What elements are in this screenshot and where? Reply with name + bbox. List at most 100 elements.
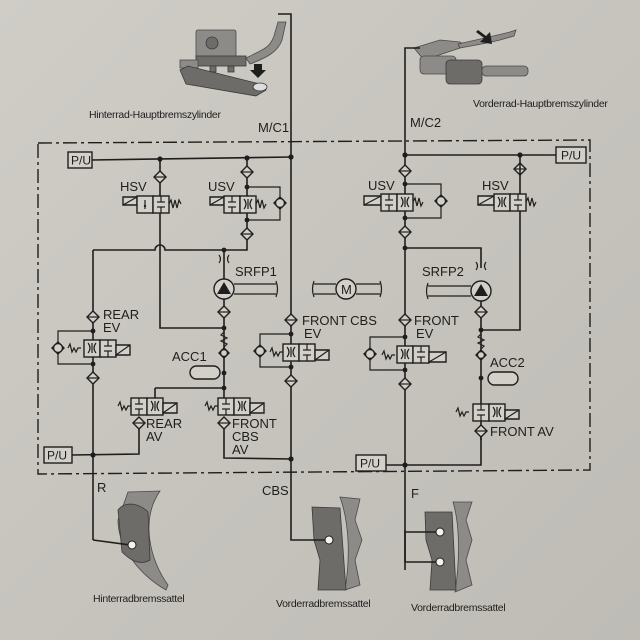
filter-icon: [86, 310, 100, 324]
left-pu-header-line: [91, 156, 292, 161]
press-arrow-icon: [250, 64, 266, 78]
output-label-front: F: [411, 486, 419, 501]
output-label-rear: R: [97, 480, 106, 495]
check-valve-icon: [218, 347, 230, 359]
hsv1-valve: [122, 195, 182, 214]
check-valve-icon: [363, 347, 377, 361]
usv2-label: USV: [368, 178, 395, 193]
acc1-label: ACC1: [172, 349, 207, 364]
usv1-valve: [209, 195, 267, 214]
pu-label: P/U: [71, 154, 91, 168]
front-av-valve: [455, 403, 520, 422]
filter-icon: [398, 225, 412, 239]
filter-icon: [217, 416, 231, 430]
cbs-caliper-caption: Vorderradbremssattel: [276, 598, 370, 610]
front-caliper-caption: Vorderradbremssattel: [411, 602, 505, 614]
rear-av-label-1: REAR: [146, 416, 182, 431]
filter-icon: [398, 377, 412, 391]
front-cbs-ev-label-2: EV: [304, 326, 322, 341]
spring-icon: [117, 400, 131, 412]
spring-icon: [269, 346, 283, 358]
filter-icon: [86, 371, 100, 385]
rear-ev-valve: [67, 339, 131, 358]
front-cbs-av-valve: [204, 397, 265, 416]
orifice-icon: [218, 254, 230, 264]
filter-icon: [240, 165, 254, 179]
spring-icon: [219, 331, 229, 348]
front-master-cylinder-illustration: [413, 29, 529, 85]
front-cbs-ev-valve: [269, 343, 330, 362]
motor-icon: [311, 278, 383, 300]
check-valve-icon: [475, 349, 487, 361]
pump-icon: [425, 280, 492, 302]
press-arrow-icon: [476, 30, 492, 44]
spring-icon: [455, 406, 469, 418]
front-cbs-av-label-3: AV: [232, 442, 249, 457]
usv2-valve: [363, 193, 424, 212]
spring-icon: [412, 196, 424, 208]
rear-master-cylinder-caption: Hinterrad-Hauptbremszylinder: [89, 109, 221, 121]
pump-icon: [213, 278, 279, 300]
spring-icon: [476, 333, 486, 350]
acc2-label: ACC2: [490, 355, 525, 370]
motor-label: M: [341, 282, 352, 297]
check-valve-icon: [434, 194, 448, 208]
pressure-unit-box-bottom-right: [355, 454, 387, 472]
rear-av-valve: [117, 397, 178, 416]
mc1-label: M/C1: [258, 120, 289, 135]
filter-icon: [284, 374, 298, 388]
check-valve-icon: [51, 341, 65, 355]
front-ev-valve: [381, 345, 447, 364]
mc1-line: [278, 13, 292, 530]
pu-label: P/U: [360, 457, 380, 471]
front-av-label: FRONT AV: [490, 424, 554, 439]
hsv2-label: HSV: [482, 178, 509, 193]
filter-icon: [398, 313, 412, 327]
rear-caliper-caption: Hinterradbremssattel: [93, 593, 184, 605]
filter-icon: [284, 313, 298, 327]
rear-av-label-2: AV: [146, 429, 163, 444]
rear-ev-label-2: EV: [103, 320, 121, 335]
pu-label: P/U: [561, 149, 581, 163]
output-label-cbs: CBS: [262, 483, 289, 498]
hydraulic-unit-boundary: [37, 139, 591, 475]
mc2-label: M/C2: [410, 115, 441, 130]
front-cbs-av-label-2: CBS: [232, 429, 259, 444]
front-cbs-ev-label-1: FRONT CBS: [302, 313, 377, 328]
hsv2-valve: [477, 193, 537, 212]
spring-icon: [381, 349, 395, 361]
front-caliper-illustration: [404, 501, 473, 593]
filter-icon: [217, 305, 231, 319]
usv1-label: USV: [208, 179, 235, 194]
pu-label: P/U: [47, 449, 67, 463]
accumulator-acc1: [189, 365, 221, 380]
filter-icon: [240, 227, 254, 241]
orifice-icon: [475, 261, 487, 271]
filter-icon: [474, 424, 488, 438]
srfp2-label: SRFP2: [422, 264, 464, 279]
spring-icon: [204, 400, 218, 412]
accumulator-acc2: [487, 371, 519, 386]
spring-icon: [255, 198, 267, 210]
rear-ev-label-1: REAR: [103, 307, 139, 322]
check-valve-icon: [253, 344, 267, 358]
front-master-cylinder-caption: Vorderrad-Hauptbremszylinder: [473, 98, 608, 110]
mc2-line: [404, 47, 420, 570]
filter-icon: [474, 305, 488, 319]
rear-caliper-illustration: [92, 490, 169, 591]
spring-icon: [168, 198, 182, 209]
filter-icon: [398, 164, 412, 178]
spring-icon: [67, 342, 81, 354]
filter-icon: [153, 170, 167, 184]
srfp1-label: SRFP1: [235, 264, 277, 279]
check-valve-icon: [273, 196, 287, 210]
hsv1-label: HSV: [120, 179, 147, 194]
spring-icon: [525, 196, 537, 208]
front-cbs-av-label-1: FRONT: [232, 416, 277, 431]
front-ev-label-2: EV: [416, 326, 434, 341]
rear-master-cylinder-illustration: [179, 21, 287, 97]
cbs-caliper-illustration: [290, 496, 363, 591]
filter-icon: [132, 416, 146, 430]
